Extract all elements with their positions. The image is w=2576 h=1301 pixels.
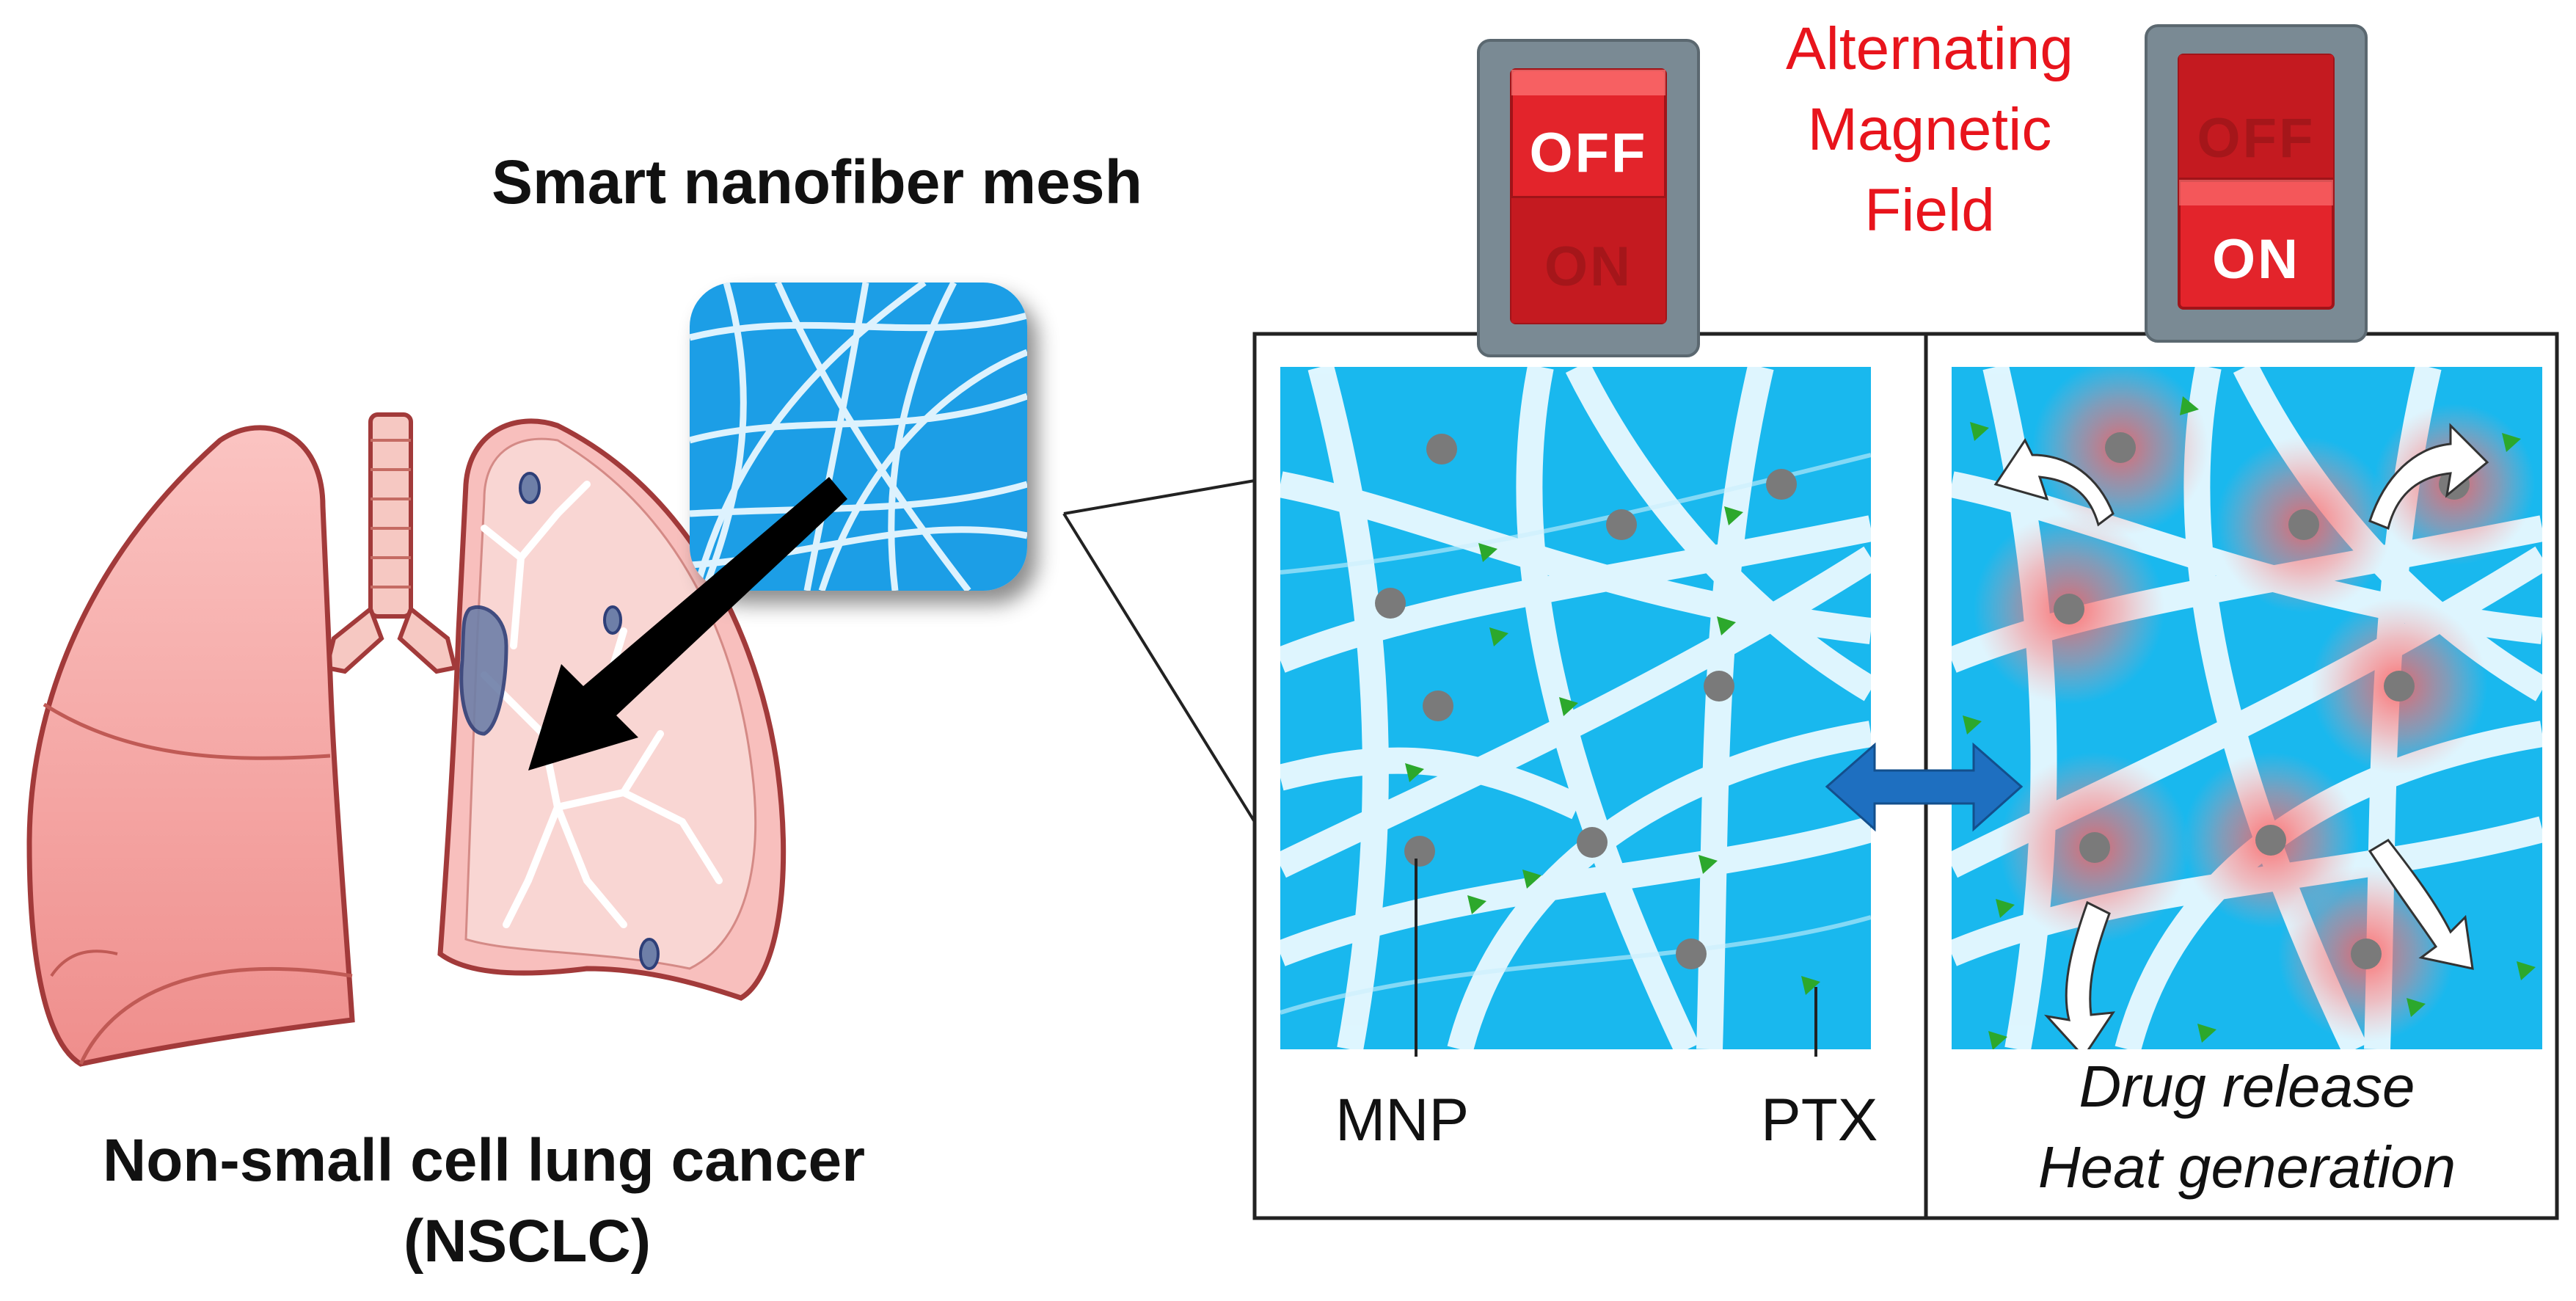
left-lung xyxy=(26,425,355,1067)
field-label-line2: Magnetic xyxy=(1807,96,2052,163)
bronchial-tree xyxy=(481,481,723,928)
field-label-line1: Alternating xyxy=(1785,15,2074,82)
zoom-line-bottom xyxy=(1062,512,1256,823)
mnp-label: MNP xyxy=(1335,1087,1470,1154)
trachea xyxy=(368,412,413,619)
switch-off-top-label: OFF xyxy=(1529,122,1648,184)
switch-off xyxy=(1477,39,1700,357)
mesh-on-state xyxy=(1952,367,2542,1049)
tumor-small-3 xyxy=(639,938,660,970)
tumor-small-1 xyxy=(519,472,541,504)
release-arrows xyxy=(1993,423,2489,1049)
mesh-title: Smart nanofiber mesh xyxy=(492,147,1142,216)
switch-on-top-label: OFF xyxy=(2197,107,2316,170)
implant-arrow-icon xyxy=(528,477,847,770)
toggle-double-arrow-icon xyxy=(1825,742,2024,832)
zoom-line-top xyxy=(1063,479,1255,515)
effect-drug-release: Drug release xyxy=(2079,1054,2415,1119)
switch-on-bottom-label: ON xyxy=(2212,228,2300,291)
switch-off-bottom-label: ON xyxy=(1544,236,1632,298)
lungs-illustration xyxy=(26,412,787,1067)
effect-heat-generation: Heat generation xyxy=(2037,1134,2456,1200)
tumor-small-2 xyxy=(603,605,622,635)
switch-on xyxy=(2145,24,2368,343)
ptx-drug-markers xyxy=(1405,506,1820,995)
field-label-line3: Field xyxy=(1864,177,1995,244)
mnp-particles xyxy=(1375,434,1797,969)
mesh-off-state xyxy=(1280,367,1871,1049)
tumor-large xyxy=(459,605,508,736)
disease-abbreviation: (NSCLC) xyxy=(404,1208,652,1275)
ptx-label: PTX xyxy=(1761,1087,1878,1154)
left-bronchus xyxy=(324,605,384,674)
right-bronchus xyxy=(397,605,458,674)
disease-title: Non-small cell lung cancer xyxy=(103,1127,865,1194)
